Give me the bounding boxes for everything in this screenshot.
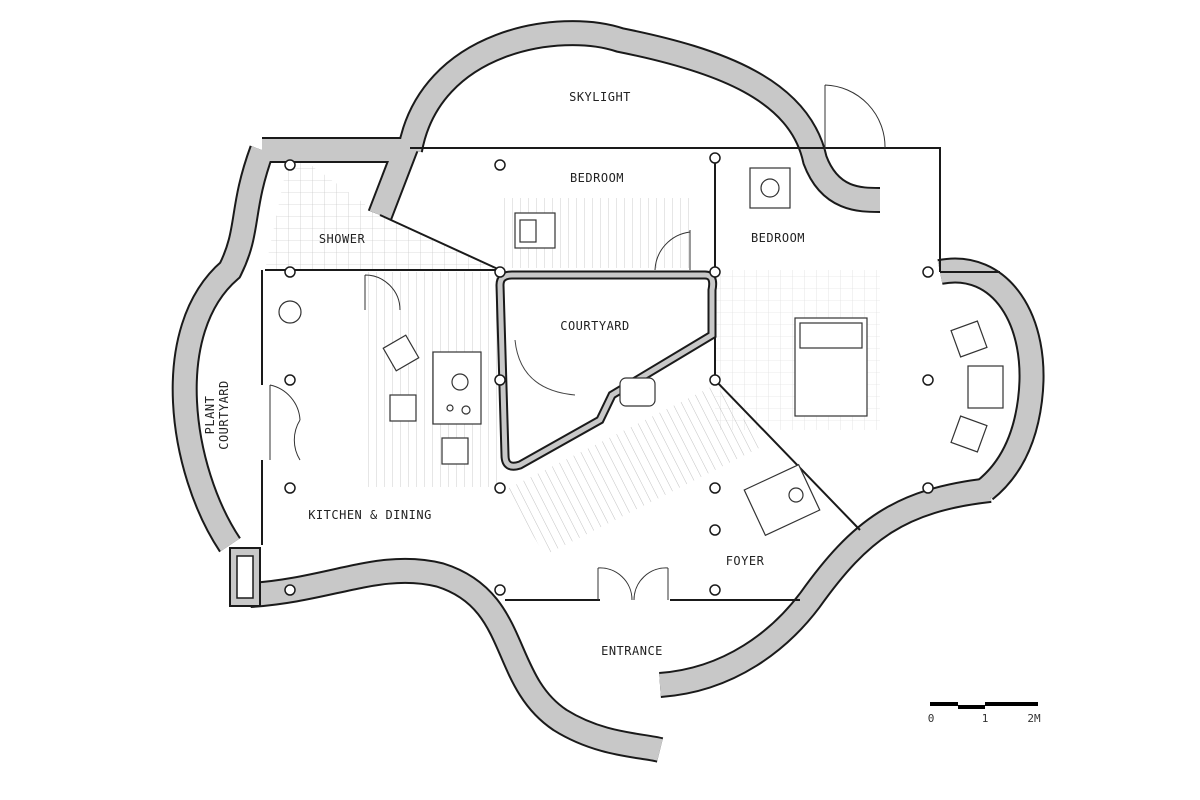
- room-label-shower: SHOWER: [318, 232, 366, 246]
- plant-courtyard-line1: PLANT: [203, 395, 217, 435]
- chair: [382, 334, 420, 372]
- chair: [441, 437, 469, 465]
- armchair: [950, 415, 988, 453]
- furniture: [278, 167, 1004, 537]
- room-label-skylight: SKYLIGHT: [569, 90, 631, 104]
- room-label-bedroom-2: BEDROOM: [750, 231, 806, 245]
- scale-tick-2m: 2M: [1027, 712, 1041, 725]
- chair: [389, 394, 417, 422]
- plant: [278, 300, 302, 324]
- room-label-plant-courtyard: PLANT COURTYARD: [203, 380, 231, 450]
- door-swings: [269, 84, 886, 601]
- concrete-walls: [171, 20, 1045, 763]
- room-label-kitchen-dining: KITCHEN & DINING: [308, 508, 432, 522]
- room-label-foyer: FOYER: [725, 554, 765, 568]
- side-table: [967, 365, 1004, 409]
- plant-courtyard-line2: COURTYARD: [217, 380, 231, 450]
- stove: [743, 463, 821, 537]
- courtyard-walls: [495, 270, 718, 471]
- armchair: [950, 320, 988, 358]
- room-label-entrance: ENTRANCE: [601, 644, 663, 658]
- scale-bar: [930, 702, 1038, 709]
- columns: [284, 152, 934, 596]
- room-label-bedroom: BEDROOM: [569, 171, 625, 185]
- scale-tick-1: 1: [981, 712, 989, 725]
- room-label-courtyard: COURTYARD: [560, 319, 630, 333]
- scale-tick-0: 0: [927, 712, 935, 725]
